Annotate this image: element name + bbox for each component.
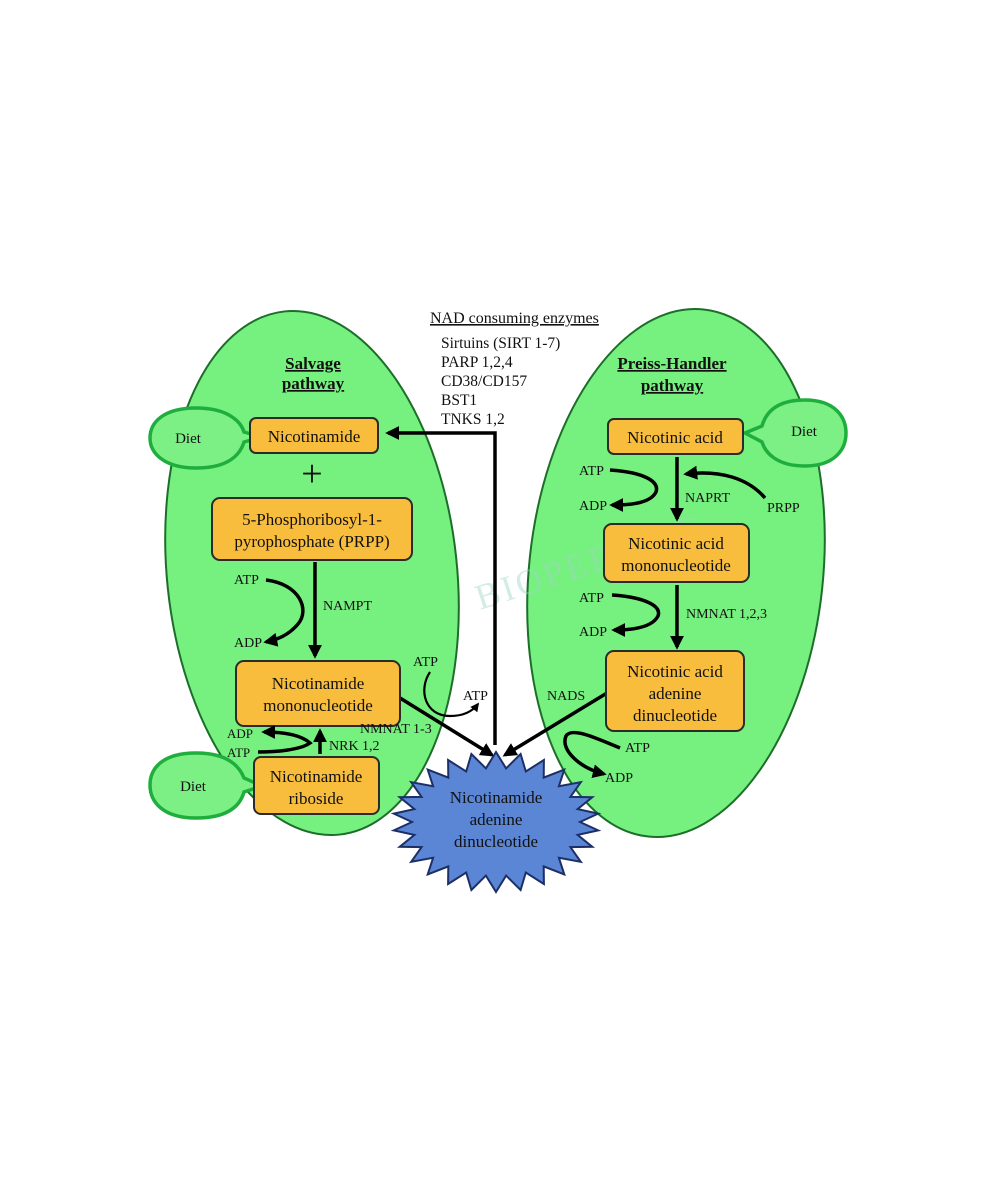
atp-label: ATP	[234, 573, 259, 588]
naprt-label: NAPRT	[685, 491, 731, 506]
preiss-title-line1: Preiss-Handler	[617, 354, 727, 373]
enzyme-item: Sirtuins (SIRT 1-7)	[441, 335, 560, 352]
preiss-title-line2: pathway	[641, 376, 704, 395]
prpp-box: 5-Phosphoribosyl-1- pyrophosphate (PRPP)	[211, 497, 413, 561]
box-label-line1: Nicotinic acid	[628, 534, 724, 553]
diet-bubble-top-left: Diet	[148, 406, 269, 470]
adp-label: ADP	[579, 499, 607, 514]
nicotinamide-riboside-box: Nicotinamide riboside	[253, 756, 380, 815]
atp-label: ATP	[579, 591, 604, 606]
prpp-label: PRPP	[767, 501, 800, 516]
diet-label: Diet	[180, 779, 207, 795]
nicotinic-acid-mononucleotide-box: Nicotinic acid mononucleotide	[603, 523, 750, 583]
nad-to-nicotinamide-arrow	[385, 426, 497, 745]
nmnat-right-atp-curve	[611, 593, 661, 637]
box-label-line1: Nicotinamide	[270, 767, 363, 786]
atp-label: ATP	[227, 745, 250, 760]
enzymes-heading: NAD consuming enzymes	[430, 310, 599, 327]
nmnat-label: NMNAT 1-3	[360, 722, 432, 737]
box-label-line1: Nicotinic acid	[627, 662, 723, 681]
nmn-to-nad-arrow	[399, 696, 495, 757]
enzyme-item: CD38/CD157	[441, 373, 527, 390]
box-label-line3: dinucleotide	[633, 706, 717, 725]
nad-label-line2: adenine	[470, 810, 523, 829]
nads-label: NADS	[547, 689, 585, 704]
adp-label: ADP	[234, 636, 262, 651]
adp-label: ADP	[579, 625, 607, 640]
nampt-label: NAMPT	[323, 599, 372, 614]
enzyme-item: TNKS 1,2	[441, 411, 505, 428]
box-label-line2: mononucleotide	[263, 696, 373, 715]
nad-consuming-enzymes: NAD consuming enzymes Sirtuins (SIRT 1-7…	[430, 310, 599, 428]
atp-label: ATP	[463, 689, 488, 704]
plus-sign: +	[301, 453, 322, 495]
nicotinic-acid-box: Nicotinic acid	[607, 418, 744, 455]
box-label-line2: adenine	[649, 684, 702, 703]
enzyme-item: PARP 1,2,4	[441, 354, 513, 371]
nmnat-atp-curve	[423, 671, 480, 718]
diet-bubble-top-right: Diet	[740, 398, 848, 468]
box-label-line2: riboside	[289, 789, 344, 808]
nad-label-line1: Nicotinamide	[450, 788, 543, 807]
naad-to-nad-arrow	[502, 691, 608, 757]
nad-label-line3: dinucleotide	[454, 832, 538, 851]
nicotinic-acid-adenine-dinucleotide-box: Nicotinic acid adenine dinucleotide	[605, 650, 745, 732]
adp-label: ADP	[227, 726, 253, 741]
box-label-line1: 5-Phosphoribosyl-1-	[242, 510, 382, 529]
diet-label: Diet	[791, 424, 818, 440]
box-label: Nicotinic acid	[627, 428, 723, 447]
enzyme-item: BST1	[441, 392, 477, 409]
box-label-line1: Nicotinamide	[272, 674, 365, 693]
nmn-box: Nicotinamide mononucleotide	[235, 660, 401, 727]
nrk-label: NRK 1,2	[329, 739, 380, 754]
adp-label: ADP	[605, 771, 633, 786]
diet-bubble-bottom-left: Diet	[148, 751, 267, 820]
salvage-title-line1: Salvage	[285, 354, 341, 373]
atp-label: ATP	[625, 741, 650, 756]
nrk-atp-curve	[257, 725, 313, 754]
box-label-line2: pyrophosphate (PRPP)	[234, 532, 389, 551]
nampt-atp-curve	[263, 578, 305, 647]
atp-label: ATP	[413, 655, 438, 670]
box-label: Nicotinamide	[268, 427, 361, 446]
nmnat-label: NMNAT 1,2,3	[686, 607, 767, 622]
salvage-title-line2: pathway	[282, 374, 345, 393]
box-label-line2: mononucleotide	[621, 556, 731, 575]
naprt-atp-curve	[609, 468, 659, 512]
prpp-curve	[683, 465, 767, 500]
nad-starburst: Nicotinamide adenine dinucleotide	[390, 750, 602, 894]
diet-label: Diet	[175, 431, 202, 447]
atp-label: ATP	[579, 464, 604, 479]
nads-atp-curve	[563, 730, 621, 779]
nicotinamide-box: Nicotinamide	[249, 417, 379, 454]
